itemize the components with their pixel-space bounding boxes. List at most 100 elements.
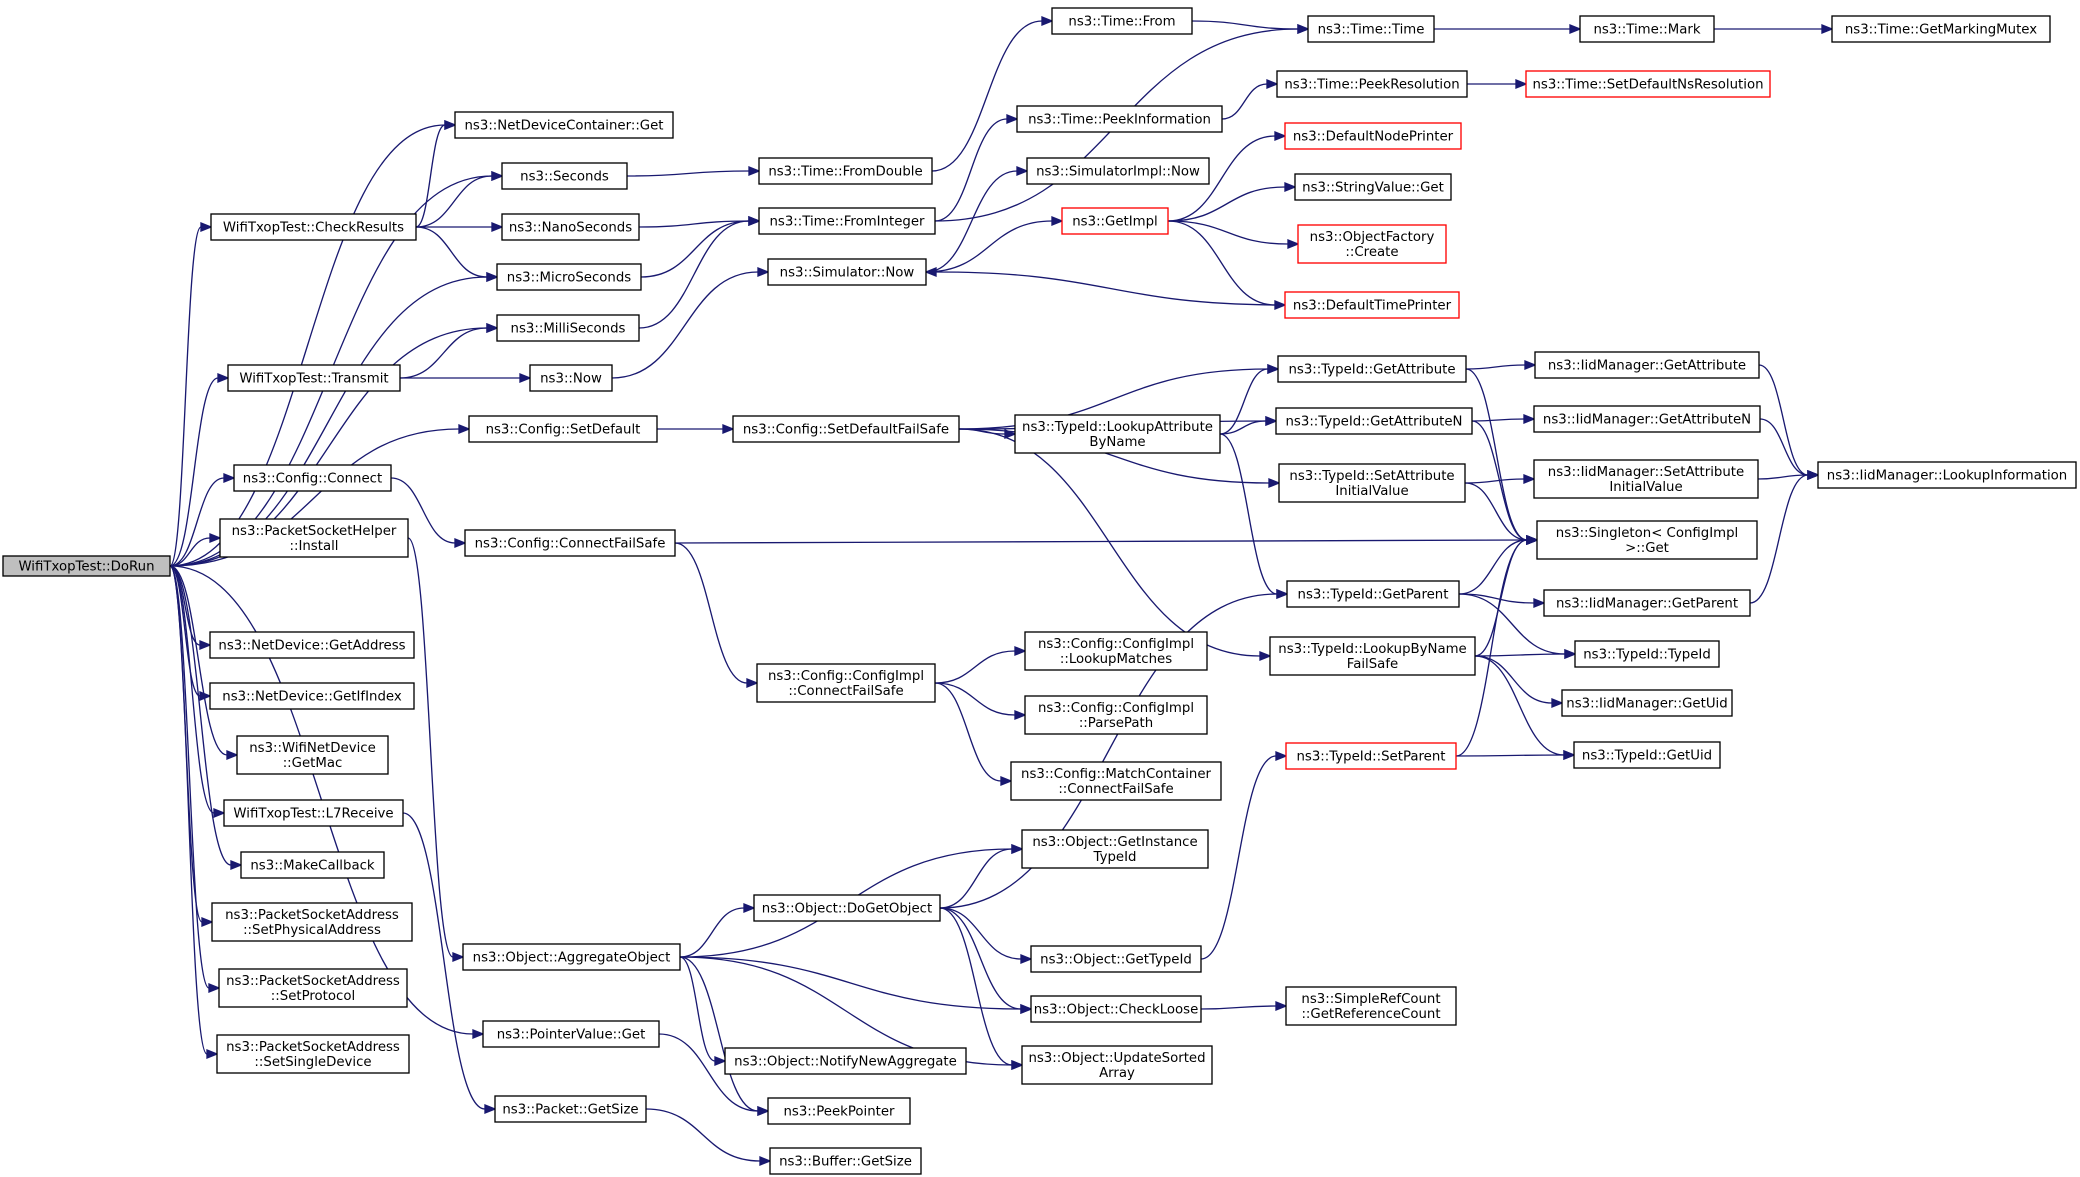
graph-node[interactable]: ns3::Simulator::Now [767, 258, 927, 286]
graph-node[interactable]: ns3::TypeId::GetParent [1286, 580, 1460, 608]
graph-node[interactable]: ns3::Config::SetDefault [468, 415, 658, 443]
edge-line [169, 537, 211, 567]
edge-arrowhead [746, 678, 759, 688]
node-box [1543, 589, 1751, 617]
edge-n25-n37 [934, 682, 1013, 786]
graph-node[interactable]: ns3::IidManager::GetParent [1543, 589, 1751, 617]
graph-node[interactable]: ns3::Config::SetDefaultFailSafe [732, 415, 960, 443]
edge-line [1758, 364, 1809, 476]
graph-node[interactable]: WifiTxopTest::CheckResults [210, 213, 417, 241]
graph-node[interactable]: WifiTxopTest::Transmit [227, 364, 401, 392]
graph-node[interactable]: ns3::IidManager::GetAttribute [1534, 351, 1760, 379]
node-label: ns3::TypeId::LookupAttribute [1022, 420, 1213, 435]
node-label: ns3::PacketSocketAddress [225, 908, 399, 923]
graph-node[interactable]: ns3::SimulatorImpl::Now [1026, 157, 1210, 185]
node-label: ns3::NanoSeconds [509, 221, 632, 236]
graph-node[interactable]: ns3::Time::Time [1307, 15, 1435, 43]
graph-node[interactable]: ns3::Config::ConnectFailSafe [464, 529, 676, 557]
node-box [233, 464, 392, 492]
graph-node[interactable]: ns3::GetImpl [1061, 207, 1169, 235]
edge-n33-n49 [1167, 182, 1297, 222]
graph-node[interactable]: ns3::PacketSocketAddress::SetProtocol [218, 968, 408, 1008]
graph-node[interactable]: ns3::Config::Connect [233, 464, 392, 492]
edge-line [1464, 478, 1525, 484]
graph-node[interactable]: ns3::Config::MatchContainer::ConnectFail… [1010, 761, 1222, 801]
graph-node[interactable]: ns3::NetDevice::GetIfIndex [209, 682, 415, 710]
edge-n57-n64 [1455, 535, 1539, 757]
graph-node[interactable]: ns3::SimpleRefCount::GetReferenceCount [1285, 986, 1457, 1026]
graph-node[interactable]: WifiTxopTest::DoRun [2, 555, 171, 577]
graph-node[interactable]: ns3::Object::NotifyNewAggregate [724, 1047, 967, 1075]
graph-node[interactable]: ns3::DefaultNodePrinter [1284, 122, 1462, 150]
graph-node[interactable]: ns3::PeekPointer [767, 1097, 911, 1125]
node-label: ns3::Time::PeekResolution [1284, 78, 1459, 93]
graph-node[interactable]: ns3::WifiNetDevice::GetMac [236, 735, 389, 775]
graph-node[interactable]: ns3::PointerValue::Get [482, 1020, 660, 1048]
graph-node[interactable]: ns3::Singleton< ConfigImpl >::Get [1536, 520, 1758, 560]
graph-node[interactable]: ns3::Packet::GetSize [494, 1095, 647, 1123]
graph-node[interactable]: ns3::Config::ConfigImpl::LookupMatches [1024, 631, 1208, 671]
graph-node[interactable]: ns3::Config::ConfigImpl::ParsePath [1024, 695, 1208, 735]
edge-arrowhead [1266, 79, 1279, 89]
graph-node[interactable]: ns3::Object::CheckLoose [1030, 995, 1202, 1023]
graph-node[interactable]: ns3::StringValue::Get [1294, 173, 1452, 201]
graph-node[interactable]: ns3::Time::GetMarkingMutex [1831, 15, 2051, 43]
graph-node[interactable]: ns3::DefaultTimePrinter [1284, 291, 1460, 319]
graph-node[interactable]: ns3::TypeId::GetAttribute [1277, 355, 1467, 383]
node-label: FailSafe [1347, 657, 1398, 672]
graph-node[interactable]: ns3::IidManager::GetAttributeN [1533, 405, 1761, 433]
graph-node[interactable]: ns3::NetDevice::GetAddress [209, 631, 415, 659]
graph-node[interactable]: ns3::MilliSeconds [496, 314, 640, 342]
graph-node[interactable]: ns3::Config::ConfigImpl::ConnectFailSafe [756, 663, 936, 703]
graph-node[interactable]: ns3::Time::PeekInformation [1016, 105, 1223, 133]
node-label: ns3::Object::GetInstance [1032, 835, 1197, 850]
node-box [753, 894, 941, 922]
graph-node[interactable]: ns3::Buffer::GetSize [769, 1147, 922, 1175]
graph-node[interactable]: ns3::Object::GetTypeId [1030, 945, 1202, 973]
graph-node[interactable]: ns3::IidManager::SetAttributeInitialValu… [1533, 459, 1759, 499]
graph-node[interactable]: ns3::MicroSeconds [496, 263, 642, 291]
graph-node[interactable]: ns3::TypeId::SetParent [1285, 742, 1457, 770]
graph-node[interactable]: ns3::Time::FromInteger [758, 207, 936, 235]
graph-node[interactable]: ns3::Now [529, 364, 613, 392]
graph-node[interactable]: ns3::Time::SetDefaultNsResolution [1525, 70, 1771, 98]
graph-node[interactable]: ns3::ObjectFactory::Create [1297, 224, 1447, 264]
graph-node[interactable]: ns3::NetDeviceContainer::Get [454, 111, 674, 139]
graph-node[interactable]: ns3::PacketSocketAddress::SetPhysicalAdd… [211, 902, 413, 942]
graph-node[interactable]: ns3::TypeId::GetAttributeN [1275, 407, 1473, 435]
edge-arrowhead [484, 1104, 497, 1114]
graph-node[interactable]: ns3::TypeId::GetUid [1573, 741, 1721, 769]
node-label: ns3::Simulator::Now [780, 266, 915, 281]
graph-node[interactable]: ns3::IidManager::GetUid [1561, 689, 1733, 717]
graph-node[interactable]: ns3::Time::Mark [1579, 15, 1715, 43]
graph-node[interactable]: ns3::Time::PeekResolution [1276, 70, 1468, 98]
node-box [1275, 407, 1473, 435]
node-label: WifiTxopTest::DoRun [18, 560, 154, 575]
graph-node[interactable]: ns3::MakeCallback [240, 851, 385, 879]
graph-node[interactable]: ns3::Object::DoGetObject [753, 894, 941, 922]
graph-node[interactable]: ns3::Time::From [1051, 7, 1193, 35]
node-box [1024, 631, 1208, 671]
graph-node[interactable]: ns3::Seconds [501, 162, 628, 190]
graph-node[interactable]: ns3::PacketSocketAddress::SetSingleDevic… [216, 1034, 410, 1074]
graph-node[interactable]: ns3::TypeId::TypeId [1574, 640, 1720, 668]
node-label: ns3::TypeId::SetParent [1296, 750, 1445, 765]
graph-node[interactable]: ns3::NanoSeconds [501, 213, 640, 241]
graph-node[interactable]: ns3::IidManager::LookupInformation [1817, 461, 2077, 489]
node-label: ns3::TypeId::SetAttribute [1289, 469, 1454, 484]
edge-n52-n60 [1465, 360, 1537, 370]
edge-n20-n29 [931, 16, 1054, 172]
graph-node[interactable]: ns3::Object::AggregateObject [462, 943, 681, 971]
graph-node[interactable]: WifiTxopTest::L7Receive [223, 799, 404, 827]
graph-node[interactable]: ns3::Time::FromDouble [758, 157, 933, 185]
node-box [1021, 1045, 1213, 1085]
edge-line [1200, 755, 1277, 960]
edge-line [1219, 433, 1278, 595]
node-label: ns3::TypeId::TypeId [1583, 648, 1711, 663]
graph-node[interactable]: ns3::PacketSocketHelper::Install [219, 518, 409, 558]
